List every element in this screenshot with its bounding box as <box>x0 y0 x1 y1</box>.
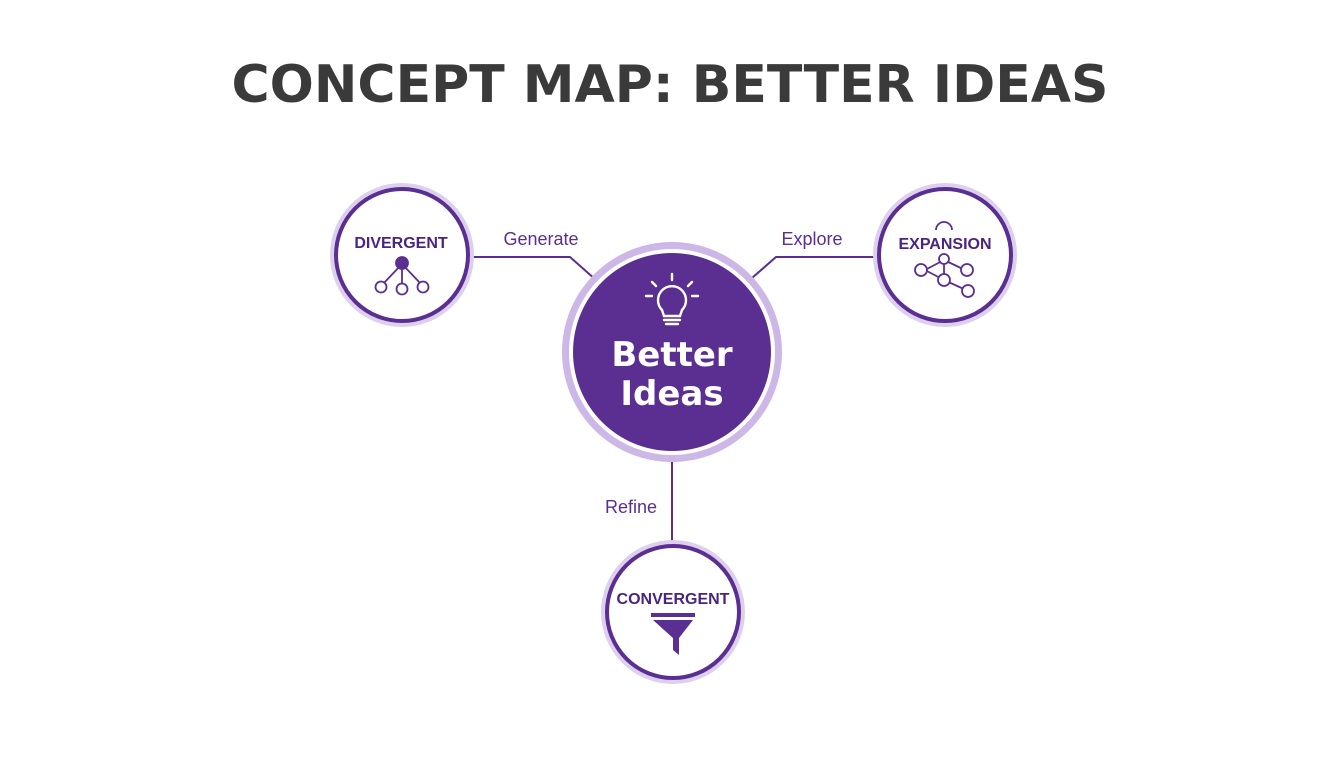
node-convergent: CONVERGENT <box>601 540 745 684</box>
center-label-line1: Better <box>611 335 733 375</box>
node-expansion: EXPANSION <box>873 183 1017 327</box>
edge-label-explore: Explore <box>781 229 842 249</box>
node-divergent-circle <box>334 187 470 323</box>
node-convergent-label: CONVERGENT <box>617 591 730 608</box>
network-nodes-icon <box>914 221 975 298</box>
branching-nodes-icon <box>374 256 430 296</box>
connector-generate <box>470 256 597 281</box>
connector-explore <box>751 256 876 279</box>
center-label-line2: Ideas <box>620 374 723 414</box>
node-divergent: DIVERGENT <box>330 183 474 327</box>
edge-label-generate: Generate <box>503 229 578 249</box>
node-convergent-circle <box>605 544 741 680</box>
funnel-icon <box>651 613 695 655</box>
center-node: Better Ideas <box>562 242 782 462</box>
node-divergent-label: DIVERGENT <box>354 235 448 252</box>
page-title: CONCEPT MAP: BETTER IDEAS <box>232 55 1109 115</box>
center-node-fill <box>573 253 771 451</box>
connectors <box>470 256 876 545</box>
lightbulb-icon <box>644 272 700 326</box>
node-expansion-label: EXPANSION <box>898 236 991 253</box>
edge-label-refine: Refine <box>605 497 657 517</box>
